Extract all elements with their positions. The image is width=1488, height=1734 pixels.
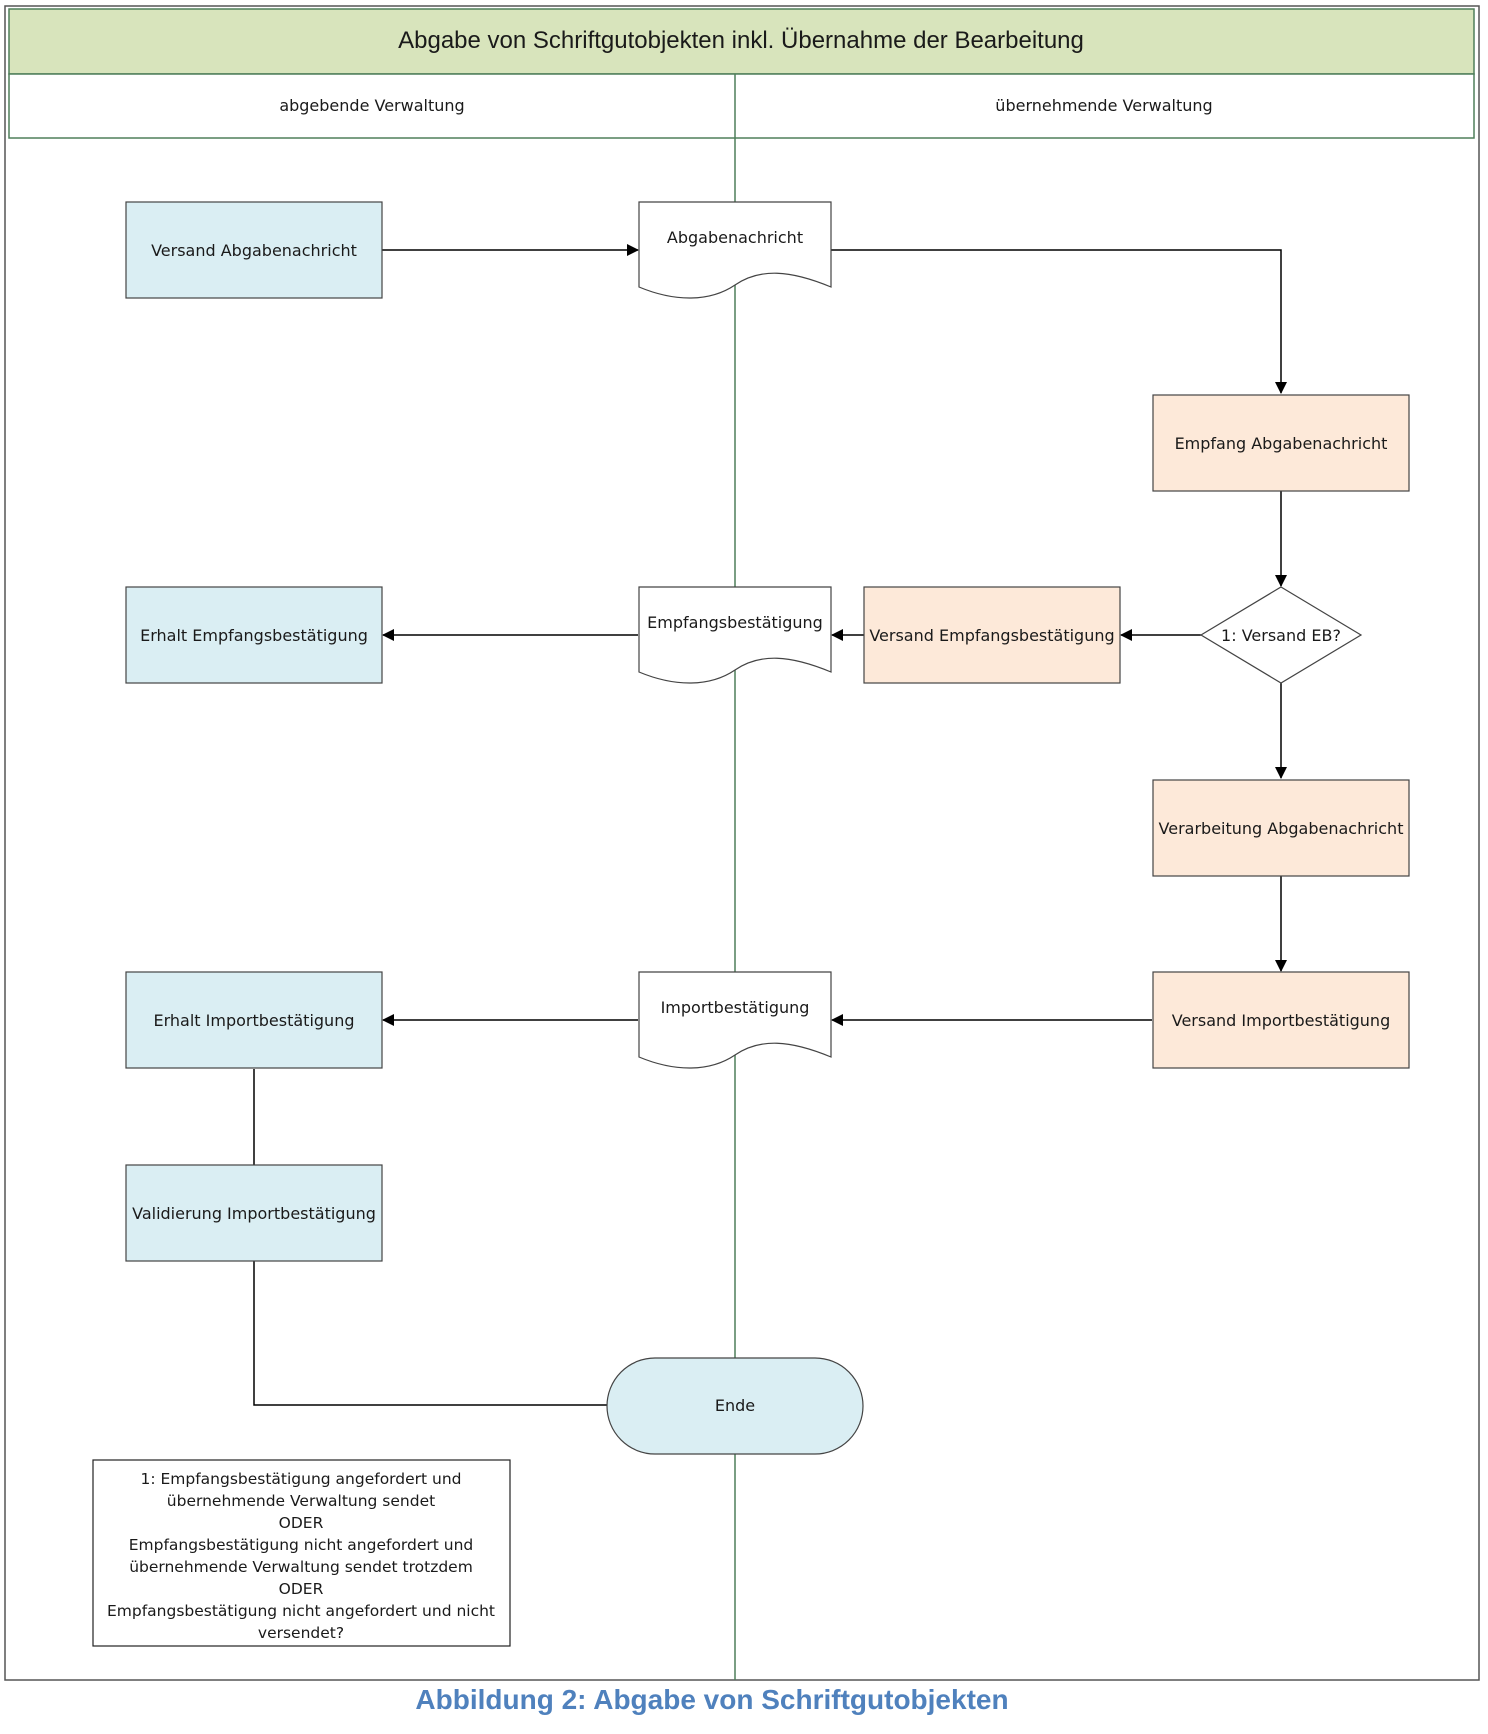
terminator-ende: Ende: [606, 1357, 864, 1455]
lane-left-label: abgebende Verwaltung: [279, 96, 464, 115]
node-empfang-abgabenachricht: Empfang Abgabenachricht: [1152, 394, 1410, 492]
title-band: [8, 8, 1475, 75]
arrow-abgabenachricht-to-empfang: [831, 249, 1287, 394]
note-line: 1: Empfangsbestätigung angefordert und: [140, 1470, 461, 1488]
note-line: übernehmende Verwaltung sendet: [167, 1492, 435, 1510]
node-versand-empfangsbestaetigung: Versand Empfangsbestätigung: [863, 586, 1121, 684]
svg-text:Versand Empfangsbestätigung: Versand Empfangsbestätigung: [869, 626, 1114, 645]
svg-text:1: Versand EB?: 1: Versand EB?: [1221, 626, 1341, 645]
diagram-title: Abgabe von Schriftgutobjekten inkl. Über…: [398, 27, 1084, 54]
note-line: Empfangsbestätigung nicht angefordert un…: [107, 1602, 495, 1620]
doc-abgabenachricht: Abgabenachricht: [638, 201, 832, 299]
lane-right-label: übernehmende Verwaltung: [995, 96, 1212, 115]
node-versand-importbestaetigung: Versand Importbestätigung: [1152, 971, 1410, 1069]
doc-empfangsbestaetigung: Empfangsbestätigung: [638, 586, 832, 684]
note-line: Empfangsbestätigung nicht angefordert un…: [129, 1536, 474, 1554]
node-validierung-importbestaetigung: Validierung Importbestätigung: [125, 1164, 383, 1262]
note-box: 1: Empfangsbestätigung angefordert und ü…: [92, 1459, 511, 1647]
svg-text:Empfang Abgabenachricht: Empfang Abgabenachricht: [1175, 434, 1388, 453]
svg-text:Erhalt Empfangsbestätigung: Erhalt Empfangsbestätigung: [140, 626, 368, 645]
note-line: versendet?: [258, 1624, 344, 1642]
node-versand-abgabenachricht: Versand Abgabenachricht: [125, 201, 383, 299]
svg-text:Abgabenachricht: Abgabenachricht: [667, 228, 803, 247]
note-line: übernehmende Verwaltung sendet trotzdem: [129, 1558, 473, 1576]
svg-text:Importbestätigung: Importbestätigung: [661, 998, 810, 1017]
svg-text:Verarbeitung Abgabenachricht: Verarbeitung Abgabenachricht: [1159, 819, 1404, 838]
svg-text:Empfangsbestätigung: Empfangsbestätigung: [647, 613, 823, 632]
lane-header-band: [8, 73, 1475, 139]
svg-text:Ende: Ende: [715, 1396, 755, 1415]
svg-text:Erhalt Importbestätigung: Erhalt Importbestätigung: [154, 1011, 355, 1030]
note-line: ODER: [279, 1580, 324, 1598]
doc-importbestaetigung: Importbestätigung: [638, 971, 832, 1069]
node-verarbeitung-abgabenachricht: Verarbeitung Abgabenachricht: [1152, 779, 1410, 877]
figure-caption: Abbildung 2: Abgabe von Schriftgutobjekt…: [415, 1684, 1009, 1715]
node-erhalt-empfangsbestaetigung: Erhalt Empfangsbestätigung: [125, 586, 383, 684]
node-erhalt-importbestaetigung: Erhalt Importbestätigung: [125, 971, 383, 1069]
svg-text:Versand Abgabenachricht: Versand Abgabenachricht: [151, 241, 357, 260]
decision-versand-eb: 1: Versand EB?: [1199, 586, 1363, 684]
svg-text:Validierung Importbestätigung: Validierung Importbestätigung: [132, 1204, 376, 1223]
connector-validierung-to-ende: [253, 1261, 607, 1406]
svg-text:Versand Importbestätigung: Versand Importbestätigung: [1172, 1011, 1390, 1030]
note-line: ODER: [279, 1514, 324, 1532]
